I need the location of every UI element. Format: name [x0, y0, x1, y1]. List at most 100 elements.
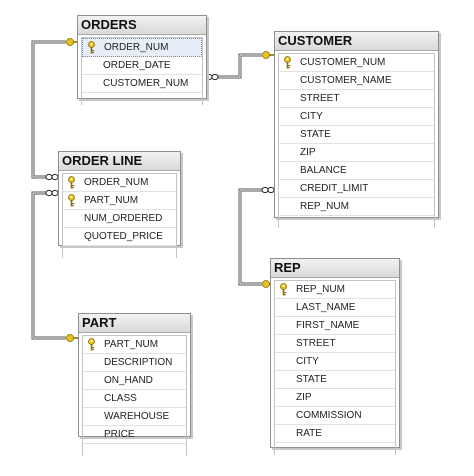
key-icon [67, 194, 76, 207]
connector-orderline-orders-inner [32, 41, 66, 178]
column-name: CLASS [104, 393, 137, 404]
column-row[interactable]: BALANCE [279, 162, 434, 180]
column-row[interactable]: ORDER_NUM [82, 38, 202, 57]
column-row[interactable]: PART_NUM [63, 192, 176, 210]
column-list: ORDER_NUM ORDER_DATE CUSTOMER_NUM [81, 37, 203, 105]
column-list: CUSTOMER_NUM CUSTOMER_NAME STREET CITY STATE… [278, 53, 435, 228]
column-row[interactable]: STREET [279, 90, 434, 108]
column-row[interactable]: STATE [275, 371, 395, 389]
column-name: LAST_NAME [296, 302, 356, 313]
column-name: RATE [296, 428, 322, 439]
empty-row-area [275, 443, 395, 455]
column-row[interactable]: STATE [279, 126, 434, 144]
one-end-key-icon [66, 334, 79, 342]
empty-row-area [83, 444, 186, 456]
column-name: ORDER_NUM [84, 177, 149, 188]
table-order-line[interactable]: ORDER LINE ORDER_NUM PART_NUM NUM_ORDERED Q… [58, 151, 181, 258]
column-name: CUSTOMER_NUM [300, 57, 386, 68]
column-row[interactable]: PRICE [83, 426, 186, 444]
column-name: ORDER_NUM [104, 42, 169, 53]
column-name: STATE [296, 374, 327, 385]
infinity-icon [45, 173, 59, 181]
column-name: CITY [300, 111, 323, 122]
empty-row-area [279, 216, 434, 228]
key-icon [67, 176, 76, 189]
column-list: REP_NUM LAST_NAME FIRST_NAME STREET CITY STAT… [274, 280, 396, 455]
column-name: PART_NUM [84, 195, 139, 206]
column-row[interactable]: COMMISSION [275, 407, 395, 425]
column-row[interactable]: RATE [275, 425, 395, 443]
column-name: CUSTOMER_NUM [103, 78, 189, 89]
table-part[interactable]: PART PART_NUM DESCRIPTION ON_HAND CLASS WARE… [78, 313, 191, 456]
empty-row-area [82, 93, 202, 105]
connector-orders-customer-inner [210, 54, 262, 78]
column-row[interactable]: QUOTED_PRICE [63, 228, 176, 246]
table-rep[interactable]: REP REP_NUM LAST_NAME FIRST_NAME STREET CITY… [270, 258, 400, 455]
column-row[interactable]: CUSTOMER_NAME [279, 72, 434, 90]
connector-customer-rep[interactable] [238, 188, 266, 286]
column-row[interactable]: CUSTOMER_NUM [279, 54, 434, 72]
column-list: PART_NUM DESCRIPTION ON_HAND CLASS WAREHOUSE… [82, 335, 187, 456]
column-row[interactable]: CREDIT_LIMIT [279, 180, 434, 198]
column-name: DESCRIPTION [104, 357, 173, 368]
column-name: COMMISSION [296, 410, 362, 421]
infinity-icon [205, 73, 219, 81]
column-row[interactable]: ZIP [275, 389, 395, 407]
column-name: QUOTED_PRICE [84, 231, 163, 242]
infinity-icon [261, 186, 275, 194]
connector-orders-customer[interactable] [210, 53, 262, 79]
empty-row-area [63, 246, 176, 258]
key-icon [87, 41, 96, 54]
column-row[interactable]: DESCRIPTION [83, 354, 186, 372]
column-name: CREDIT_LIMIT [300, 183, 369, 194]
table-title-order-line[interactable]: ORDER LINE [59, 152, 180, 171]
infinity-icon [45, 189, 59, 197]
connector-orderline-part-inner [32, 192, 66, 339]
column-name: FIRST_NAME [296, 320, 360, 331]
table-title-rep[interactable]: REP [271, 259, 399, 278]
column-row[interactable]: CUSTOMER_NUM [82, 75, 202, 93]
column-row[interactable]: ON_HAND [83, 372, 186, 390]
table-customer[interactable]: CUSTOMER CUSTOMER_NUM CUSTOMER_NAME STREET… [274, 31, 439, 228]
column-name: STATE [300, 129, 331, 140]
column-name: ZIP [300, 147, 316, 158]
key-icon [87, 338, 96, 351]
column-name: PART_NUM [104, 339, 159, 350]
column-row[interactable]: ZIP [279, 144, 434, 162]
column-row[interactable]: CITY [279, 108, 434, 126]
column-row[interactable]: REP_NUM [279, 198, 434, 216]
column-row[interactable]: CLASS [83, 390, 186, 408]
column-row[interactable]: ORDER_DATE [82, 57, 202, 75]
column-list: ORDER_NUM PART_NUM NUM_ORDERED QUOTED_PRICE [62, 173, 177, 258]
column-name: STREET [296, 338, 336, 349]
column-row[interactable]: STREET [275, 335, 395, 353]
one-end-key-icon [262, 51, 275, 59]
table-title-part[interactable]: PART [79, 314, 190, 333]
one-end-key-icon [66, 38, 79, 46]
column-row[interactable]: CITY [275, 353, 395, 371]
column-name: BALANCE [300, 165, 347, 176]
column-name: CUSTOMER_NAME [300, 75, 392, 86]
table-title-orders[interactable]: ORDERS [78, 16, 206, 35]
column-name: STREET [300, 93, 340, 104]
key-icon [279, 283, 288, 296]
column-name: CITY [296, 356, 319, 367]
column-row[interactable]: REP_NUM [275, 281, 395, 299]
column-row[interactable]: ORDER_NUM [63, 174, 176, 192]
key-icon [283, 56, 292, 69]
table-orders[interactable]: ORDERS ORDER_NUM ORDER_DATE CUSTOMER_NUM [77, 15, 207, 105]
column-name: ZIP [296, 392, 312, 403]
column-name: REP_NUM [296, 284, 345, 295]
column-row[interactable]: FIRST_NAME [275, 317, 395, 335]
column-row[interactable]: PART_NUM [83, 336, 186, 354]
column-name: ORDER_DATE [103, 60, 171, 71]
column-row[interactable]: LAST_NAME [275, 299, 395, 317]
column-row[interactable]: WAREHOUSE [83, 408, 186, 426]
column-name: REP_NUM [300, 201, 349, 212]
column-row[interactable]: NUM_ORDERED [63, 210, 176, 228]
column-name: WAREHOUSE [104, 411, 170, 422]
connector-customer-rep-inner [239, 189, 266, 285]
table-title-customer[interactable]: CUSTOMER [275, 32, 438, 51]
